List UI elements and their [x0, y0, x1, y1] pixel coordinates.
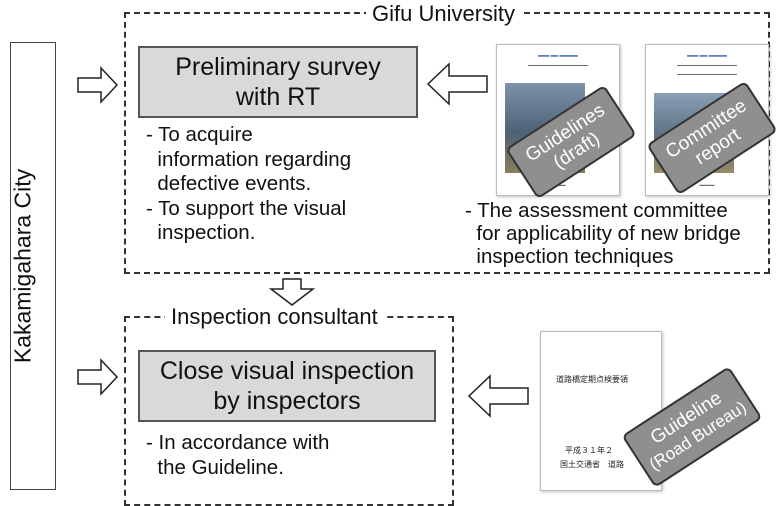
preliminary-survey-line-2: with RT [235, 83, 321, 111]
bottom-bullet-line: - In accordance with [146, 431, 330, 454]
doc-subtitle-graphic: ━━━━━━━━━━━━━━━━━━━━━━ [677, 72, 737, 77]
gifu-university-header: Gifu University [366, 1, 522, 27]
bottom-bullet-line: the Guideline. [146, 455, 284, 479]
left-arrow-icon [426, 62, 488, 106]
close-visual-inspection-line-2: by inspectors [213, 387, 361, 415]
close-visual-inspection-line-1: Close visual inspection [159, 357, 415, 385]
committee-note-line: for applicability of new bridge [465, 222, 741, 245]
bottom-bullets: - In accordance with the Guideline. [146, 431, 329, 480]
left-arrow-icon [467, 374, 529, 418]
inspection-consultant-header: Inspection consultant [165, 304, 384, 330]
doc-footer-graphic: ━━━━━ [699, 183, 715, 189]
top-bullet-line: - To support the visual [146, 196, 347, 220]
guideline-title-jp: 道路橋定期点検要領 [556, 375, 628, 384]
down-arrow-icon [268, 278, 316, 306]
committee-note-line: - The assessment committee [465, 199, 728, 222]
doc-subtitle-graphic: ━━━━━━━━━━━━━━━━━━━━━━ [528, 63, 588, 68]
right-arrow-icon [77, 66, 119, 104]
top-bullet-line: inspection. [146, 221, 256, 244]
committee-note-line: inspection techniques [465, 245, 674, 268]
committee-note: - The assessment committee for applicabi… [465, 199, 741, 268]
top-bullet-line: defective events. [146, 172, 312, 195]
right-arrow-icon [77, 358, 119, 396]
doc-header-graphic: ━━━ ━━ ━━━━━ [538, 54, 578, 60]
guideline-date-jp: 平成３１年２ [565, 446, 613, 455]
doc-subtitle-graphic: ━━━━━━━━━━━━━━━━━━━━━━ [677, 63, 737, 68]
doc-header-graphic: ━━━ ━━ ━━━━━ [687, 54, 727, 60]
top-bullet-line: information regarding [146, 147, 352, 171]
guideline-org-jp: 国土交通省 道路 [560, 460, 624, 469]
top-bullet-line: - To acquire [146, 123, 253, 146]
city-bar [10, 42, 56, 490]
preliminary-survey-line-1: Preliminary survey [175, 53, 381, 81]
top-bullets: - To acquire information regarding defec… [146, 123, 351, 246]
preliminary-survey-box: Preliminary survey with RT [138, 46, 418, 118]
close-visual-inspection-box: Close visual inspection by inspectors [138, 350, 436, 422]
